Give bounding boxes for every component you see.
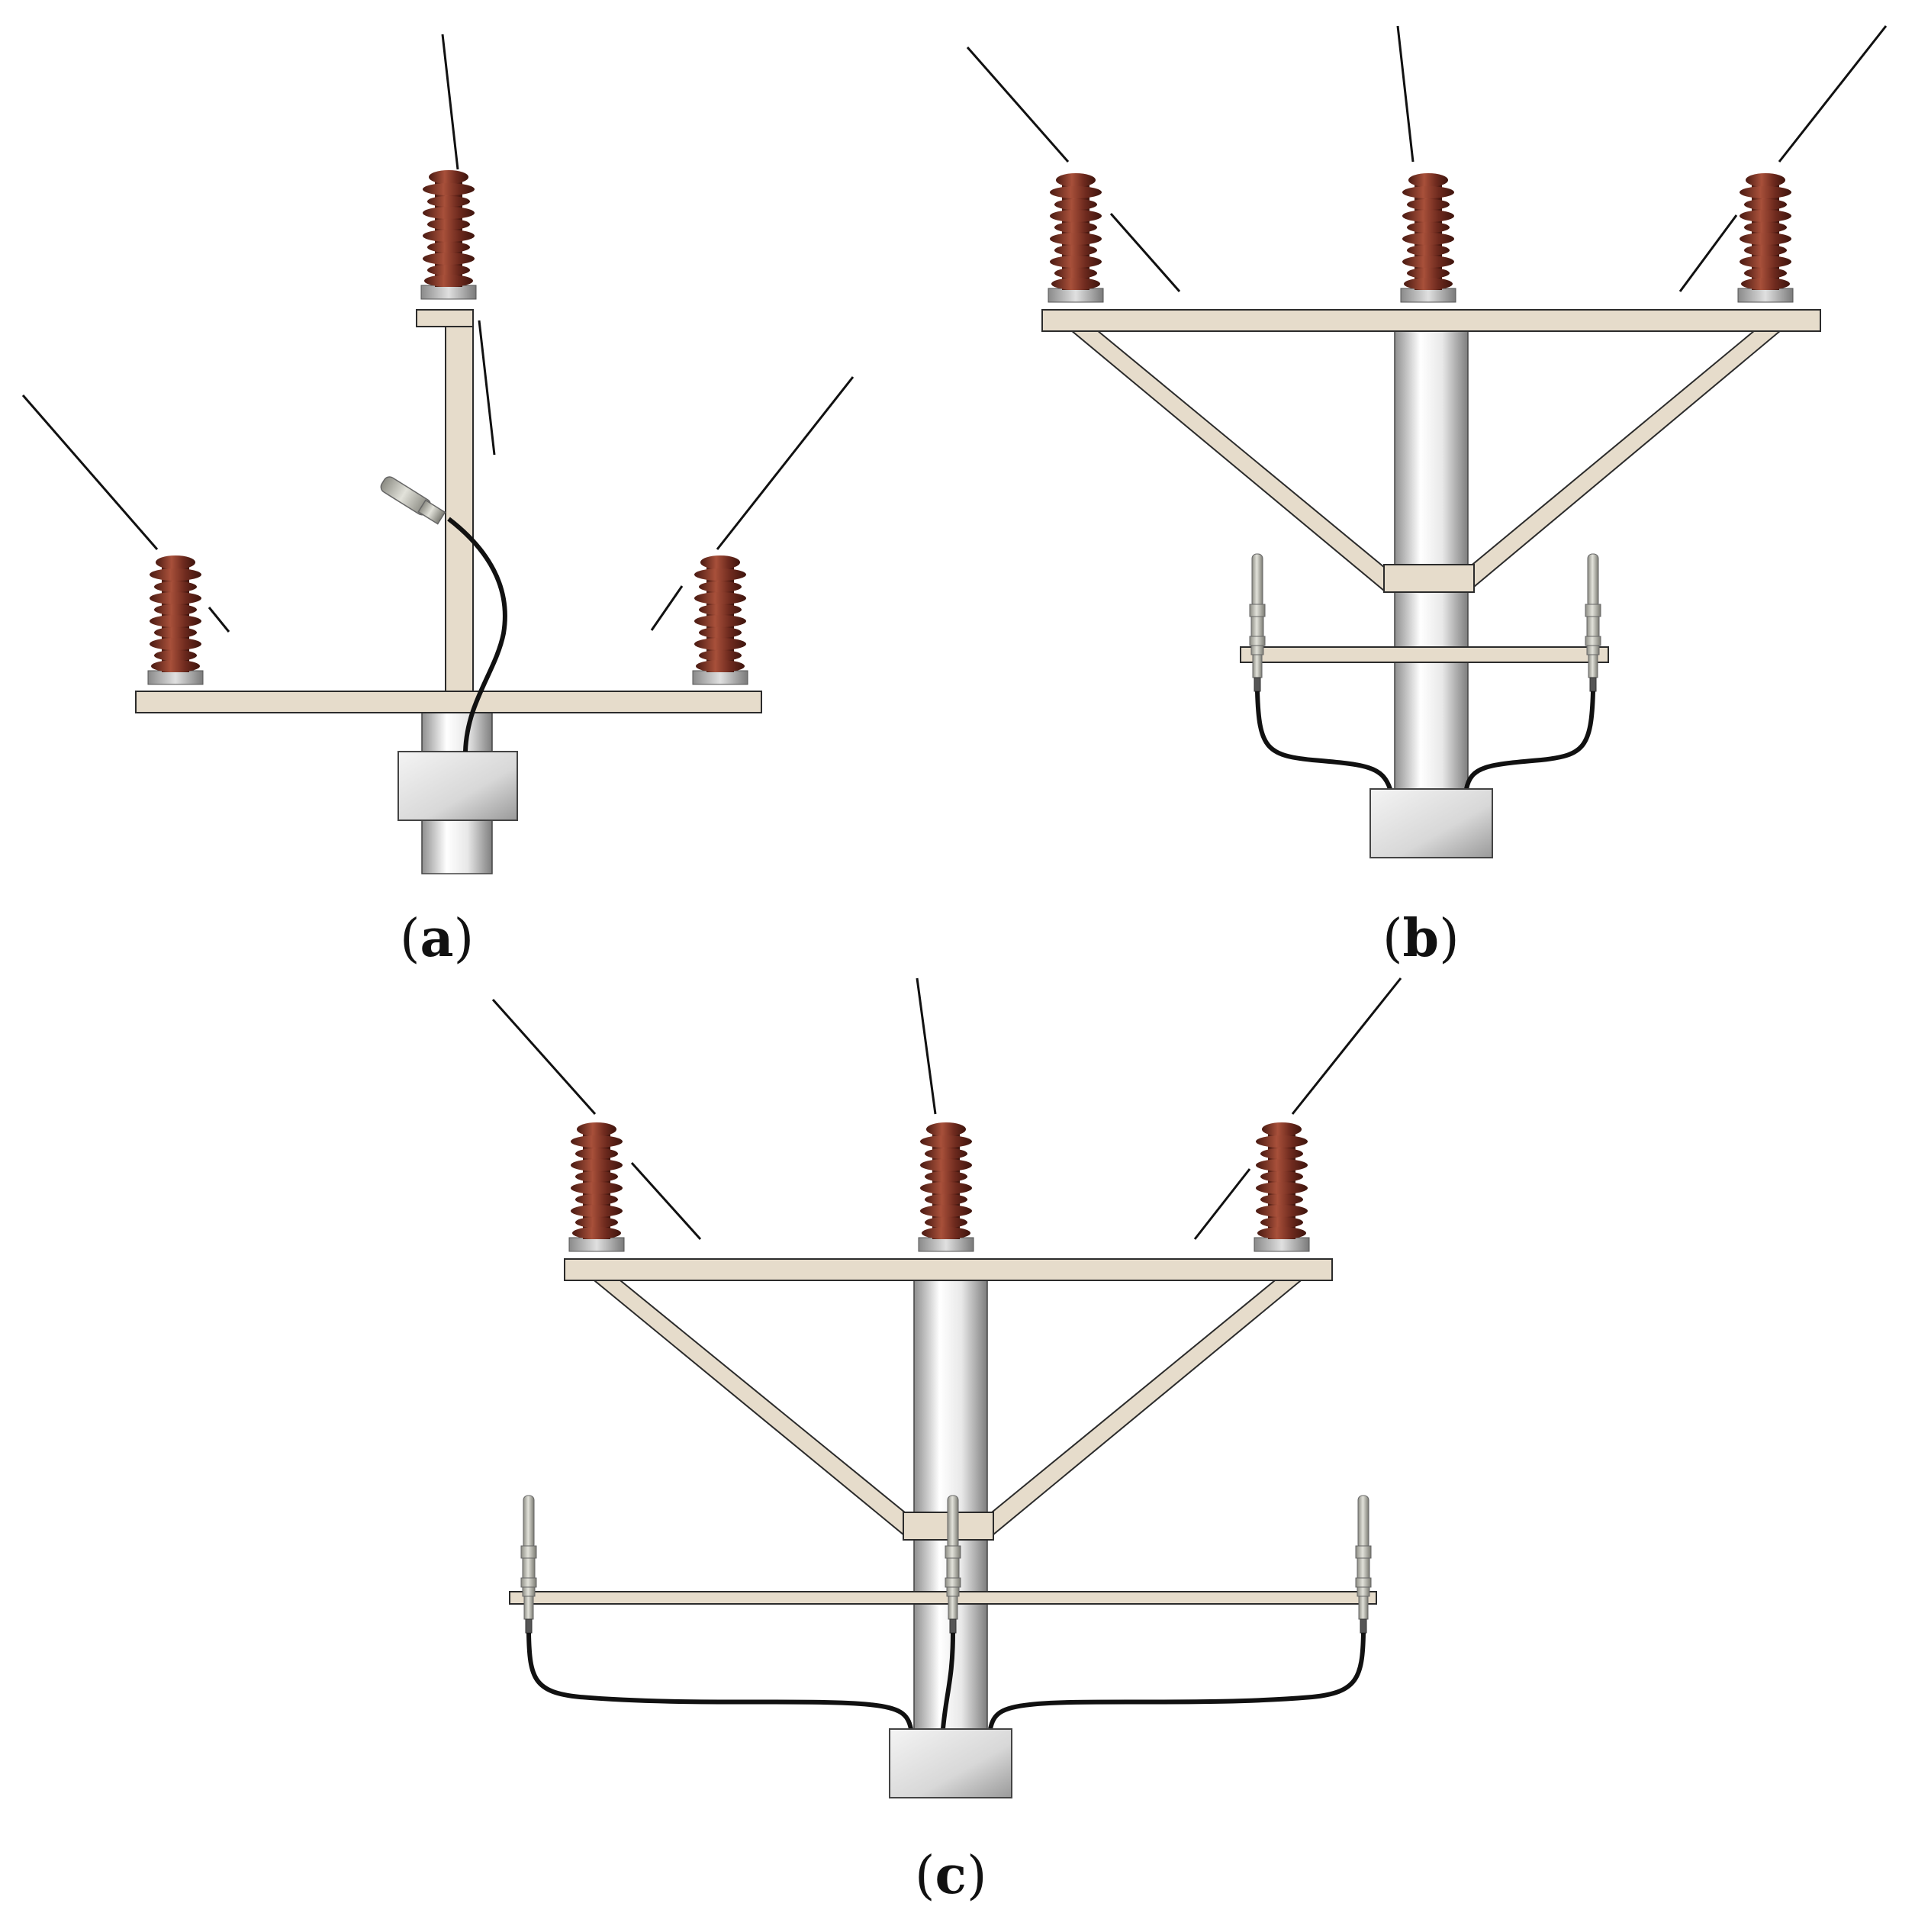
brace-right — [1454, 326, 1788, 592]
crossarm — [564, 1258, 1333, 1281]
pole — [1394, 327, 1469, 790]
sensor-a — [380, 476, 446, 525]
base-box — [1369, 788, 1493, 858]
conductor-line — [1778, 25, 1888, 163]
sensor — [1355, 1495, 1372, 1634]
insulator — [1737, 172, 1794, 303]
conductor-line — [1678, 214, 1738, 292]
brace-left — [588, 1277, 923, 1540]
conductor-line — [966, 47, 1070, 163]
sensor-bar — [1240, 646, 1609, 663]
brace-right — [974, 1277, 1307, 1540]
sensor-bar — [509, 1591, 1377, 1605]
sensor — [520, 1495, 537, 1634]
cable — [1255, 691, 1392, 791]
conductor-line — [716, 376, 855, 550]
sensor — [1249, 553, 1266, 692]
vertical-bracket — [445, 320, 474, 695]
insulator — [1254, 1122, 1310, 1252]
insulator — [147, 555, 204, 685]
conductor-line — [491, 999, 597, 1115]
conductor-line — [1291, 977, 1402, 1115]
conductor-line — [208, 607, 230, 633]
cable — [447, 517, 507, 752]
conductor-line — [650, 585, 684, 631]
clamp-box — [397, 751, 518, 821]
brace-left — [1064, 326, 1399, 592]
conductor-line — [441, 34, 459, 170]
conductor-line — [21, 394, 159, 550]
insulator — [568, 1122, 625, 1252]
conductor-line — [916, 977, 937, 1115]
conductor-line — [630, 1161, 702, 1241]
cable — [941, 1632, 955, 1730]
conductor-line — [1396, 25, 1415, 163]
panel-c — [491, 977, 1402, 1798]
cable — [1464, 691, 1595, 790]
insulator — [1400, 172, 1456, 303]
conductor-line — [478, 320, 496, 456]
cable — [988, 1632, 1366, 1730]
insulator — [420, 169, 477, 300]
conductor-line — [1193, 1168, 1251, 1240]
clamp-band — [1383, 564, 1475, 593]
panel-caption-b: (b) — [1382, 908, 1460, 969]
panel-b — [966, 25, 1888, 858]
crossarm — [135, 691, 762, 713]
panel-caption-a: (a) — [400, 908, 475, 969]
cable — [526, 1632, 913, 1730]
conductor-line — [1109, 213, 1181, 292]
sensor — [1585, 553, 1601, 692]
base-box — [889, 1728, 1012, 1798]
panel-caption-c: (c) — [915, 1845, 987, 1906]
crossarm — [1041, 309, 1821, 332]
insulator — [1048, 172, 1104, 303]
insulator — [692, 555, 748, 685]
insulator — [918, 1122, 974, 1252]
top-crossarm — [416, 309, 474, 327]
panel-a — [21, 34, 855, 874]
